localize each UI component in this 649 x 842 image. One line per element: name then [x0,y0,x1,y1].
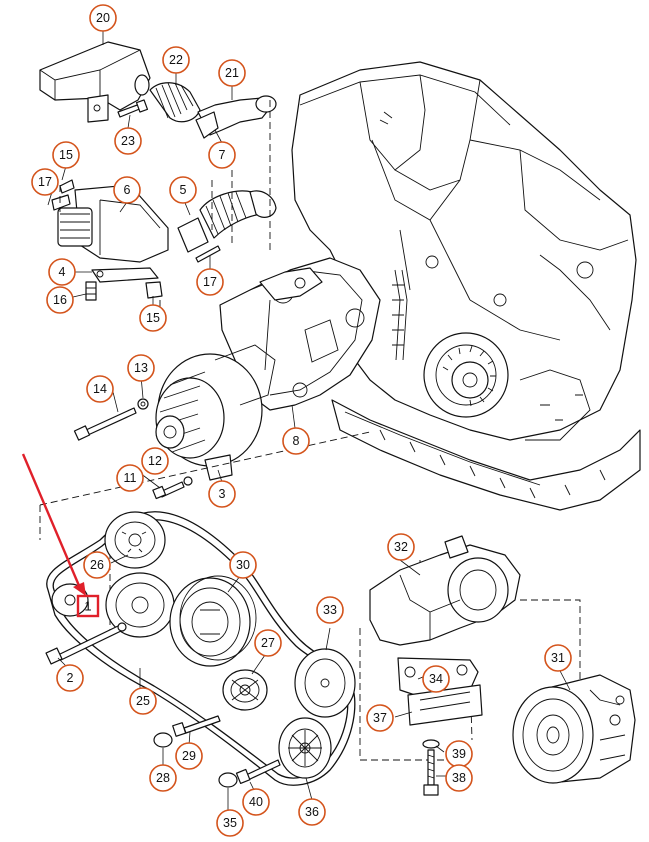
svg-text:5: 5 [180,183,187,197]
mount-bracket [219,257,381,411]
callout-16: 16 [46,286,74,314]
stud-17 [195,245,221,263]
callout-28: 28 [149,764,177,792]
svg-text:29: 29 [182,749,196,763]
callout-35: 35 [216,809,244,837]
callout-13: 13 [127,354,155,382]
svg-text:7: 7 [219,148,226,162]
callout-12: 12 [141,447,169,475]
callout-36: 36 [298,798,326,826]
top-bracket [39,41,151,123]
callout-40: 40 [242,788,270,816]
callout-25: 25 [129,687,157,715]
bolt-2 [45,622,127,665]
svg-text:37: 37 [373,711,387,725]
callout-17-upper: 17 [31,168,59,196]
svg-text:32: 32 [394,540,408,554]
callout-6: 6 [113,176,141,204]
pipe-bend [195,95,277,139]
svg-text:39: 39 [452,747,466,761]
svg-text:16: 16 [53,293,67,307]
svg-text:2: 2 [67,671,74,685]
callout-2: 2 [56,664,84,692]
callout-37: 37 [366,704,394,732]
red-arrow-head [73,582,86,596]
callout-11: 11 [116,464,144,492]
intake-housing [51,179,169,263]
callout-39: 39 [445,740,473,768]
callout-29: 29 [175,742,203,770]
svg-text:4: 4 [59,265,66,279]
svg-text:27: 27 [261,636,275,650]
highlight-box [76,594,100,618]
callout-34: 34 [422,665,450,693]
callout-15-upper: 15 [52,141,80,169]
callout-8: 8 [282,427,310,455]
callout-7: 7 [208,141,236,169]
line-art [39,30,641,812]
callout-22: 22 [162,46,190,74]
callout-26: 26 [83,551,111,579]
callout-3: 3 [208,480,236,508]
svg-text:30: 30 [236,558,250,572]
callout-33: 33 [316,596,344,624]
svg-text:28: 28 [156,771,170,785]
bolt-23 [117,99,149,118]
callout-20: 20 [89,4,117,32]
svg-text:22: 22 [169,53,183,67]
svg-text:35: 35 [223,816,237,830]
svg-text:36: 36 [305,805,319,819]
red-arrow-line [21,453,82,589]
svg-text:38: 38 [452,771,466,785]
svg-text:21: 21 [225,66,239,80]
svg-text:11: 11 [124,471,137,485]
svg-text:34: 34 [429,672,443,686]
callout-23: 23 [114,127,142,155]
svg-text:15: 15 [59,148,73,162]
alternator [155,344,276,481]
svg-text:25: 25 [136,694,150,708]
svg-text:23: 23 [121,134,135,148]
callout-31: 31 [544,644,572,672]
svg-text:40: 40 [249,795,263,809]
small-bracket [85,267,163,301]
svg-text:26: 26 [90,558,104,572]
callout-38: 38 [445,764,473,792]
callout-27: 27 [254,629,282,657]
svg-text:20: 20 [96,11,110,25]
steering-pump [369,535,521,726]
svg-text:8: 8 [293,434,300,448]
engine-block [291,61,641,511]
svg-text:6: 6 [124,183,131,197]
svg-text:17: 17 [203,275,217,289]
callout-15-lower: 15 [139,304,167,332]
callouts: 20 22 21 23 7 15 17 6 5 4 17 16 15 14 13… [31,4,572,837]
callout-4: 4 [48,258,76,286]
callout-14: 14 [86,375,114,403]
ac-compressor [512,674,636,784]
svg-text:12: 12 [148,454,162,468]
svg-text:17: 17 [38,175,52,189]
hose-upper [134,74,201,123]
callout-21: 21 [218,59,246,87]
long-bolt [73,398,149,441]
highlight-label: 1 [84,599,91,614]
callout-17-lower: 17 [196,268,224,296]
callout-5: 5 [169,176,197,204]
svg-text:3: 3 [219,487,226,501]
svg-text:14: 14 [93,382,107,396]
svg-text:31: 31 [551,651,565,665]
svg-text:13: 13 [134,361,148,375]
bolt-11 [152,476,193,500]
bolts-lower [153,715,281,788]
bolt-38 [422,739,440,796]
hose-middle [177,190,277,253]
belt-drive [46,511,356,786]
callout-32: 32 [387,533,415,561]
callout-30: 30 [229,551,257,579]
svg-text:33: 33 [323,603,337,617]
highlight-marker: 1 [21,453,100,618]
svg-text:15: 15 [146,311,160,325]
